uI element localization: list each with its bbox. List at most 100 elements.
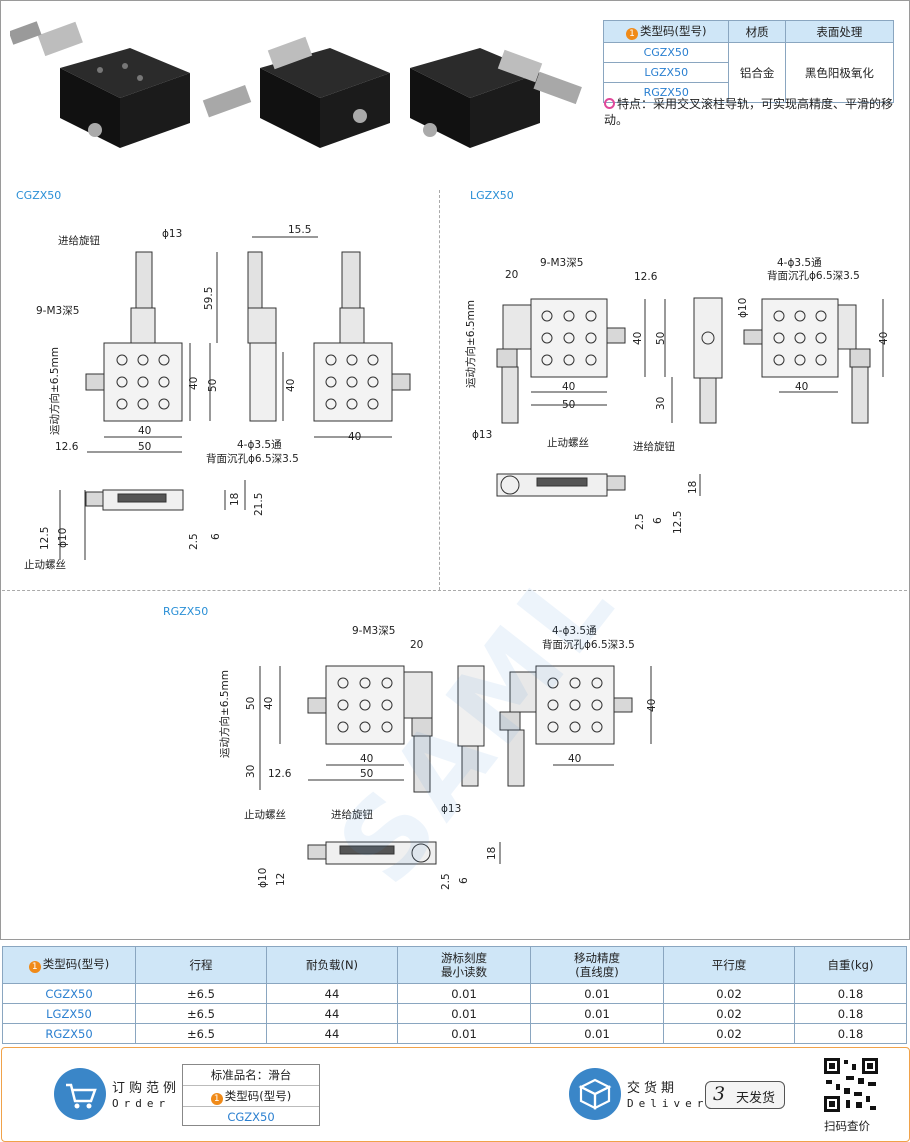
rgzx-dim-40-right: 40 — [646, 699, 658, 712]
cgzx-dim-d13: ϕ13 — [162, 228, 182, 240]
table-cell: 0.01 — [397, 1023, 531, 1044]
rgzx-dim-12: 12 — [275, 873, 287, 886]
rgzx-feed-knob-label: 进给旋钮 — [331, 808, 373, 821]
spec-material: 铝合金 — [728, 42, 786, 103]
table-cell: 44 — [266, 1023, 398, 1044]
table-cell: ±6.5 — [135, 1003, 267, 1024]
rgzx-dim-40-h: 40 — [360, 753, 373, 765]
divider-vertical — [439, 190, 440, 590]
table-cell: 0.01 — [530, 1003, 664, 1024]
cgzx-dim-50-h: 50 — [138, 441, 151, 453]
lgzx-dim-30: 30 — [655, 397, 667, 410]
cgzx-m3-label: 9-M3深5 — [36, 305, 79, 317]
cgzx-dim-15-5: 15.5 — [288, 224, 311, 236]
cgzx-dim-40-side: 40 — [285, 379, 297, 392]
lgzx-m3-label: 9-M3深5 — [540, 257, 583, 269]
delivery-days-label: 天发货 — [736, 1091, 776, 1106]
drawing-rgzx: 9-M3深5 20 运动方向±6.5mm 50 40 30 40 50 12.6… — [218, 625, 658, 890]
rgzx-dim-40-rh: 40 — [568, 753, 581, 765]
rgzx-dim-30: 30 — [245, 765, 257, 778]
cgzx-dim-40-h: 40 — [138, 425, 151, 437]
spec-surface: 黑色阳极氧化 — [784, 42, 895, 103]
lgzx-dim-12-5: 12.5 — [672, 511, 684, 534]
lgzx-stop-screw-label: 止动螺丝 — [547, 437, 589, 449]
lgzx-dim-d13: ϕ13 — [472, 429, 492, 441]
cgzx-dim-12-5: 12.5 — [39, 527, 51, 550]
lgzx-dim-50-v: 50 — [655, 332, 667, 345]
table-cell: 44 — [266, 983, 398, 1004]
col-header-load: 耐负载(N) — [266, 946, 398, 984]
table-cell: 0.01 — [530, 983, 664, 1004]
rgzx-dim-18: 18 — [486, 847, 498, 860]
lgzx-dim-40-right: 40 — [878, 332, 890, 345]
rgzx-dim-40-v: 40 — [263, 697, 275, 710]
product-photo-cgzx — [10, 21, 190, 148]
section-label-rgzx: RGZX50 — [163, 605, 209, 618]
lgzx-dim-6: 6 — [652, 517, 664, 524]
cgzx-stop-screw-label: 止动螺丝 — [24, 559, 66, 571]
rgzx-dim-2-5: 2.5 — [440, 873, 452, 890]
table-cell: 0.18 — [794, 983, 907, 1004]
rgzx-travel-label: 运动方向±6.5mm — [218, 670, 231, 758]
table-cell: ±6.5 — [135, 983, 267, 1004]
rgzx-dim-12-6: 12.6 — [268, 768, 292, 780]
table-row: LGZX50 ±6.5 44 0.01 0.01 0.02 0.18 — [2, 1003, 907, 1024]
lgzx-holes-line1: 4-ϕ3.5通 — [777, 257, 822, 269]
table-cell: 0.01 — [397, 983, 531, 1004]
delivery-days-box: 3 天发货 — [705, 1081, 785, 1109]
rgzx-holes-line2: 背面沉孔ϕ6.5深3.5 — [542, 638, 635, 651]
table-row: CGZX50 ±6.5 44 0.01 0.01 0.02 0.18 — [2, 983, 907, 1004]
cgzx-travel-label: 运动方向±6.5mm — [48, 347, 61, 435]
rgzx-m3-label: 9-M3深5 — [352, 625, 395, 637]
feature-icon — [604, 98, 615, 109]
lgzx-dim-40-v: 40 — [632, 332, 644, 345]
cgzx-dim-6: 6 — [210, 533, 222, 540]
table-cell: 0.18 — [794, 1003, 907, 1024]
rgzx-dim-50-h: 50 — [360, 768, 373, 780]
delivery-box-icon — [569, 1068, 621, 1120]
lgzx-dim-50-h: 50 — [562, 399, 575, 411]
delivery-subtitle: Delivery — [627, 1097, 720, 1110]
table-cell: 0.02 — [663, 983, 795, 1004]
order-row-name: 标准品名：滑台 — [183, 1065, 319, 1086]
col-header-stroke: 行程 — [135, 946, 267, 984]
section-label-lgzx: LGZX50 — [470, 189, 514, 202]
col-header-parallelism: 平行度 — [663, 946, 795, 984]
delivery-title: 交货期 — [627, 1081, 679, 1096]
section-label-cgzx: CGZX50 — [16, 189, 62, 202]
table-cell: LGZX50 — [2, 1003, 136, 1024]
drawing-cgzx: 进给旋钮 ϕ13 15.5 59.5 9-M3深5 运动方向±6.5mm 40 … — [24, 224, 411, 571]
rgzx-holes-line1: 4-ϕ3.5通 — [552, 625, 597, 637]
table-cell: 0.18 — [794, 1023, 907, 1044]
cgzx-holes-line2: 背面沉孔ϕ6.5深3.5 — [206, 452, 299, 465]
order-row-model: CGZX50 — [227, 1110, 275, 1124]
lgzx-dim-12-6: 12.6 — [634, 271, 658, 283]
lgzx-holes-line2: 背面沉孔ϕ6.5深3.5 — [767, 269, 860, 282]
spec-header-surface: 表面处理 — [784, 20, 895, 43]
col-header-weight: 自重(kg) — [794, 946, 907, 984]
drawing-lgzx: 9-M3深5 20 12.6 运动方向±6.5mm 40 50 30 40 50… — [464, 257, 890, 534]
rgzx-dim-d10: ϕ10 — [257, 868, 269, 888]
lgzx-dim-40-h: 40 — [562, 381, 575, 393]
cgzx-dim-2-5: 2.5 — [188, 533, 200, 550]
cgzx-dim-40-right: 40 — [348, 431, 361, 443]
qr-code-icon[interactable] — [822, 1056, 880, 1114]
spec-header-material: 材质 — [728, 20, 786, 43]
cgzx-dim-12-6: 12.6 — [55, 441, 79, 453]
table-cell: 0.02 — [663, 1003, 795, 1024]
table-row: RGZX50 ±6.5 44 0.01 0.01 0.02 0.18 — [2, 1023, 907, 1044]
lgzx-dim-20: 20 — [505, 269, 518, 281]
rgzx-dim-50-v: 50 — [245, 697, 257, 710]
spec-model-rgzx: RGZX50 — [602, 82, 730, 103]
table-cell: 0.02 — [663, 1023, 795, 1044]
order-subtitle: Order — [112, 1097, 171, 1110]
table-cell: ±6.5 — [135, 1023, 267, 1044]
lgzx-feed-knob-label: 进给旋钮 — [633, 440, 675, 453]
table-cell: RGZX50 — [2, 1023, 136, 1044]
delivery-days-number: 3 — [713, 1083, 726, 1105]
cgzx-dim-21-5: 21.5 — [253, 493, 265, 516]
